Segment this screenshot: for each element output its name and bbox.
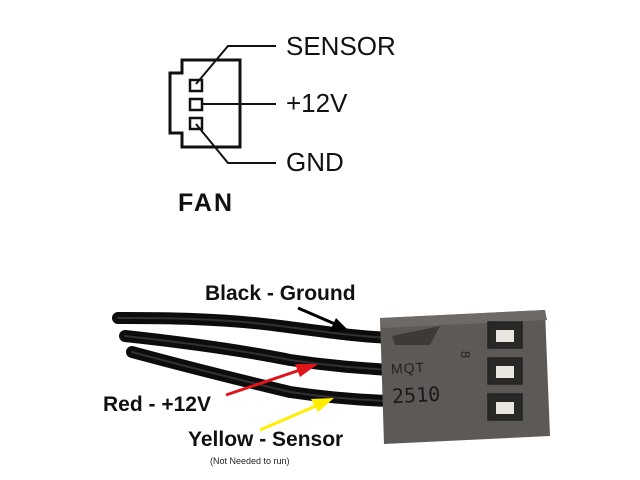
wire-label-red: Red - +12V <box>103 393 211 416</box>
connector-model: 2510 <box>391 381 441 409</box>
schematic-title: FAN <box>178 189 234 217</box>
latch-ramp <box>392 326 440 345</box>
pin-squares <box>188 78 204 131</box>
pin-label-sensor: SENSOR <box>286 31 396 61</box>
red-arrow <box>225 364 318 397</box>
pin-12v <box>188 97 204 112</box>
connector-pin-mark: 8 <box>458 350 474 359</box>
pin-label-12v: +12V <box>286 88 348 118</box>
connector-housing <box>380 310 550 444</box>
pin-label-gnd: GND <box>286 147 344 177</box>
black-arrow <box>297 306 348 331</box>
wire-label-black: Black - Ground <box>205 282 356 305</box>
yellow-arrow <box>259 398 334 432</box>
leader-gnd <box>195 123 276 164</box>
wire-bundle <box>112 312 396 407</box>
pin-sensor <box>188 78 204 93</box>
connector-symbol <box>168 58 242 149</box>
pin-gnd <box>188 116 204 131</box>
wire-note: (Not Needed to run) <box>210 456 290 466</box>
wire-label-yellow: Yellow - Sensor <box>188 428 344 451</box>
arrows <box>225 306 348 432</box>
connector-brand: MQT <box>390 359 426 377</box>
leader-sensor <box>195 45 276 85</box>
leader-lines <box>195 45 276 164</box>
